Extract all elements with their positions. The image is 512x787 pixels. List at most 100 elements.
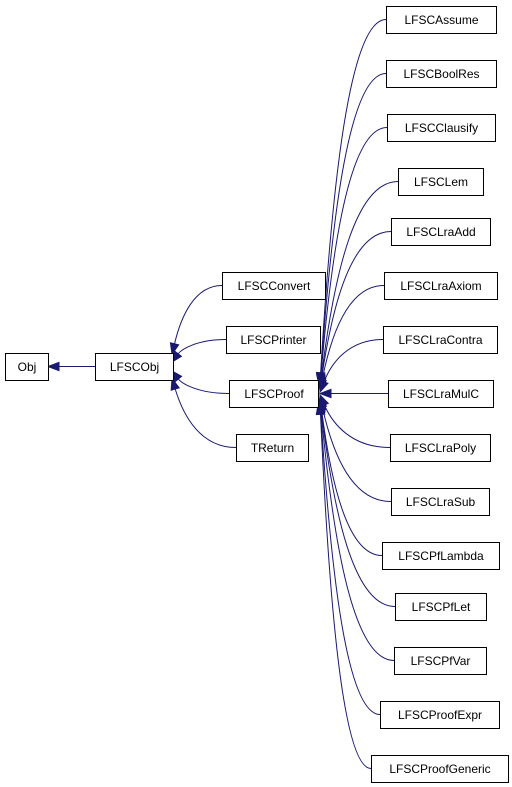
class-node-lfscassume[interactable]: LFSCAssume (386, 6, 497, 34)
class-node-box[interactable] (394, 647, 487, 675)
class-node-treturn[interactable]: TReturn (236, 434, 309, 462)
edge-line (320, 408, 383, 556)
edge-line (320, 181, 399, 378)
class-node-box[interactable] (387, 114, 496, 142)
class-node-label: LFSCPrinter (240, 333, 306, 347)
class-node-lfsclraadd[interactable]: LFSCLraAdd (391, 218, 491, 246)
edge-lfscprinter-to-lfscobj (170, 339, 227, 364)
class-node-lfscprinter[interactable]: LFSCPrinter (226, 326, 321, 354)
class-node-box[interactable] (229, 380, 319, 408)
class-node-obj[interactable]: Obj (5, 353, 49, 381)
edge-lfsclraadd-to-lfscproof (316, 231, 392, 391)
class-node-label: LFSCProofGeneric (389, 762, 490, 776)
edge-line (177, 339, 227, 355)
class-node-label: LFSCLraAdd (406, 225, 475, 239)
class-node-lfsclem[interactable]: LFSCLem (398, 168, 484, 196)
class-node-lfscclausify[interactable]: LFSCClausify (387, 114, 496, 142)
class-node-label: LFSCAssume (404, 13, 478, 27)
class-node-label: TReturn (251, 441, 294, 455)
class-node-box[interactable] (395, 593, 487, 621)
class-node-box[interactable] (5, 353, 49, 381)
class-node-box[interactable] (386, 6, 497, 34)
class-node-box[interactable] (222, 272, 326, 300)
class-node-box[interactable] (382, 542, 500, 570)
edge-line (174, 388, 237, 448)
class-node-label: LFSCLraContra (398, 333, 482, 347)
edge-lfscobj-to-obj (46, 361, 95, 372)
class-node-lfscconvert[interactable]: LFSCConvert (222, 272, 326, 300)
edge-line (320, 411, 395, 661)
edge-lfsclrapoly-to-lfscproof (319, 393, 391, 448)
edge-lfscconvert-to-lfscobj (169, 285, 223, 356)
class-node-label: LFSCPfLambda (398, 549, 484, 563)
edge-line (323, 339, 384, 383)
nodes-layer: Obj LFSCObj LFSCConvertLFSCPrinterLFSCProo… (5, 6, 509, 783)
edge-line (320, 412, 381, 715)
edge-line (177, 378, 230, 394)
class-node-lfscproofexpr[interactable]: LFSCProofExpr (380, 701, 500, 729)
class-node-label: LFSCBoolRes (403, 67, 479, 81)
edge-lfsclracontra-to-lfscproof (319, 339, 384, 394)
edge-line (320, 414, 372, 769)
class-node-box[interactable] (398, 168, 484, 196)
class-node-lfsclraaxiom[interactable]: LFSCLraAxiom (384, 272, 498, 300)
class-node-box[interactable] (380, 701, 500, 729)
edge-lfscproofgeneric-to-lfscproof (315, 401, 372, 769)
edge-arrowhead (319, 379, 329, 394)
class-node-box[interactable] (371, 755, 509, 783)
class-node-box[interactable] (226, 326, 321, 354)
edge-line (320, 19, 387, 373)
class-node-label: LFSCLraPoly (405, 441, 476, 455)
class-node-box[interactable] (390, 434, 491, 462)
class-node-box[interactable] (391, 218, 491, 246)
edge-line (321, 406, 392, 502)
class-node-lfscobj[interactable]: LFSCObj (95, 353, 174, 381)
class-node-label: LFSCLraSub (406, 495, 476, 509)
class-node-box[interactable] (383, 326, 498, 354)
edge-arrowhead (169, 342, 180, 356)
class-node-box[interactable] (388, 380, 494, 408)
edges-layer (46, 19, 399, 769)
edge-treturn-to-lfscobj (170, 377, 237, 448)
class-node-lfsclrapoly[interactable]: LFSCLraPoly (390, 434, 491, 462)
class-node-label: LFSCProof (244, 387, 304, 401)
class-node-box[interactable] (236, 434, 309, 462)
edge-arrowhead (46, 361, 60, 372)
class-node-label: Obj (18, 360, 37, 374)
class-node-lfsclracontra[interactable]: LFSCLraContra (383, 326, 498, 354)
edge-line (323, 404, 391, 448)
class-node-lfscboolres[interactable]: LFSCBoolRes (386, 60, 497, 88)
class-node-lfsclrasub[interactable]: LFSCLraSub (391, 488, 490, 516)
class-node-label: LFSCLraAxiom (400, 279, 481, 293)
edge-line (321, 285, 385, 380)
class-node-label: LFSCProofExpr (398, 708, 482, 722)
edge-arrowhead (315, 401, 326, 416)
class-node-lfsclramulc[interactable]: LFSCLraMulC (388, 380, 494, 408)
edge-arrowhead (318, 388, 332, 399)
class-node-label: LFSCClausify (405, 121, 478, 135)
class-node-label: LFSCLraMulC (403, 387, 479, 401)
class-node-lfscpflambda[interactable]: LFSCPfLambda (382, 542, 500, 570)
class-node-lfscproofgeneric[interactable]: LFSCProofGeneric (371, 755, 509, 783)
class-node-label: LFSCConvert (238, 279, 311, 293)
class-node-lfscpfvar[interactable]: LFSCPfVar (394, 647, 487, 675)
edge-lfscproof-to-lfscobj (170, 369, 230, 394)
class-node-box[interactable] (386, 60, 497, 88)
class-node-box[interactable] (391, 488, 490, 516)
class-node-box[interactable] (384, 272, 498, 300)
edge-lfsclramulc-to-lfscproof (318, 388, 388, 399)
class-node-label: LFSCObj (110, 360, 159, 374)
edge-line (320, 409, 396, 607)
edge-line (174, 285, 223, 344)
class-node-label: LFSCLem (414, 175, 468, 189)
class-node-label: LFSCPfVar (411, 654, 471, 668)
class-node-box[interactable] (95, 353, 174, 381)
edge-lfscassume-to-lfscproof (315, 19, 387, 386)
class-node-lfscpflet[interactable]: LFSCPfLet (395, 593, 487, 621)
edge-line (321, 231, 392, 379)
edge-line (320, 127, 388, 376)
class-node-lfscproof[interactable]: LFSCProof (229, 380, 319, 408)
class-node-label: LFSCPfLet (412, 600, 471, 614)
edge-arrowhead (170, 377, 181, 391)
